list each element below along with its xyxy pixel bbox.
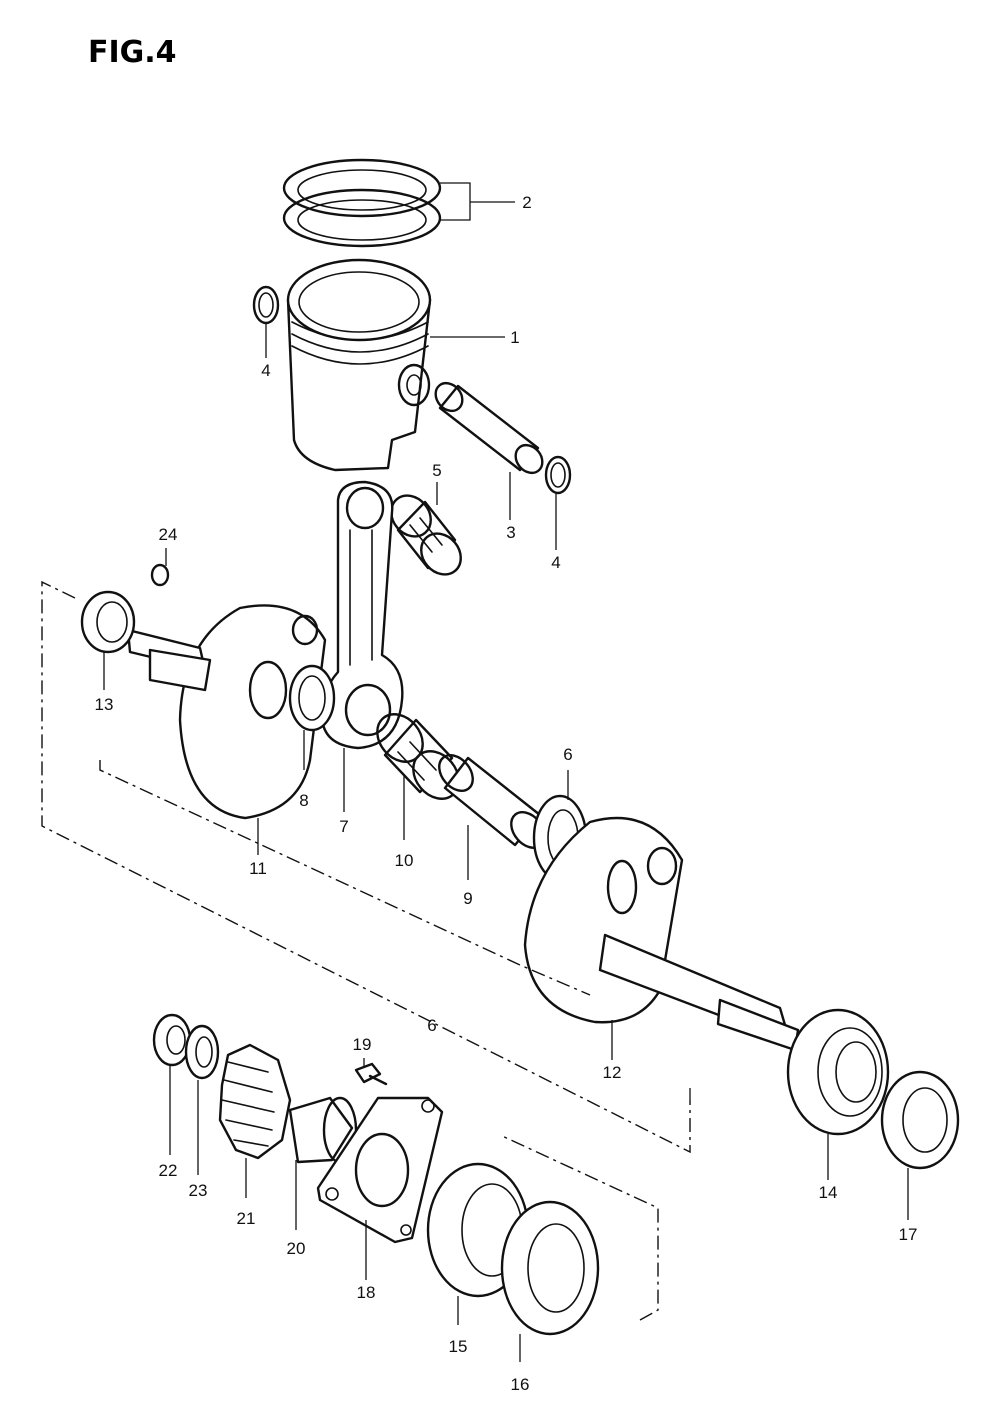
label-part-6-bracket: 6 — [427, 1016, 436, 1035]
label-part-15: 15 — [449, 1337, 468, 1356]
label-part-1: 1 — [510, 328, 519, 347]
timing-gear-drawing — [152, 1013, 358, 1230]
connecting-rod-drawing — [320, 480, 404, 812]
label-part-7: 7 — [339, 817, 348, 836]
crank-web-right-drawing — [523, 816, 800, 1060]
label-part-10: 10 — [395, 851, 414, 870]
left-bearing-drawing — [426, 1162, 600, 1362]
label-part-24: 24 — [159, 525, 178, 544]
label-part-6-washer: 6 — [563, 745, 572, 764]
label-part-23: 23 — [189, 1181, 208, 1200]
label-part-4-right: 4 — [551, 553, 560, 572]
label-part-12: 12 — [603, 1063, 622, 1082]
label-part-5: 5 — [432, 461, 441, 480]
label-part-18: 18 — [357, 1283, 376, 1302]
part-labels: 1 2 3 4 4 5 6 6 7 8 9 10 11 12 13 14 15 … — [95, 193, 918, 1394]
crank-web-left-drawing — [178, 604, 336, 855]
piston-drawing — [286, 258, 505, 472]
label-part-21: 21 — [237, 1209, 256, 1228]
figure-title: FIG.4 — [88, 35, 177, 70]
label-part-8: 8 — [299, 791, 308, 810]
bracket-drawing — [316, 1058, 444, 1280]
label-part-16: 16 — [511, 1375, 530, 1394]
label-part-13: 13 — [95, 695, 114, 714]
small-end-bearing-drawing — [390, 482, 462, 576]
assembly-bracket-lines — [41, 580, 691, 1321]
label-part-14: 14 — [819, 1183, 838, 1202]
left-shaft-drawing — [80, 548, 212, 692]
piston-pin-drawing — [434, 381, 544, 520]
right-bearing-drawing — [786, 1008, 960, 1220]
label-part-4-left: 4 — [261, 361, 270, 380]
circlip-drawings — [252, 285, 572, 550]
label-part-22: 22 — [159, 1161, 178, 1180]
piston-rings-drawing — [282, 158, 515, 248]
label-part-19: 19 — [353, 1035, 372, 1054]
label-part-11: 11 — [249, 859, 267, 878]
label-part-9: 9 — [463, 889, 472, 908]
label-part-20: 20 — [287, 1239, 306, 1258]
label-part-3: 3 — [506, 523, 515, 542]
label-part-2: 2 — [522, 193, 531, 212]
label-part-17: 17 — [899, 1225, 918, 1244]
